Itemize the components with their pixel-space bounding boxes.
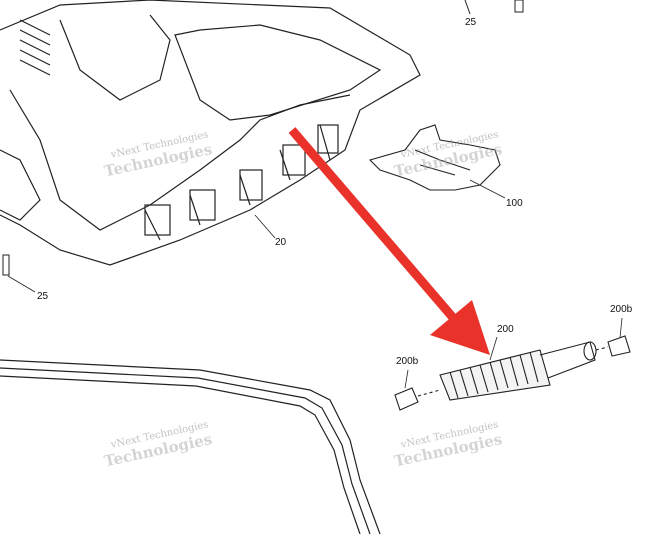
callout-100: 100 (506, 198, 523, 209)
leader-lines (7, 179, 623, 389)
callout-25-top: 25 (465, 17, 477, 28)
screw-25-top (464, 0, 524, 15)
callout-20: 20 (275, 237, 287, 248)
hood-part-20 (0, 0, 421, 266)
red-arrow (288, 127, 490, 355)
callout-200b-left: 200b (396, 356, 419, 367)
screw-25-left (2, 254, 10, 276)
seal-gasket (0, 359, 381, 534)
latch-part-100 (368, 124, 501, 191)
callout-25-left: 25 (37, 291, 49, 302)
callout-200: 200 (497, 324, 514, 335)
callout-200b-right: 200b (610, 304, 633, 315)
gas-spring-200 (394, 335, 631, 411)
